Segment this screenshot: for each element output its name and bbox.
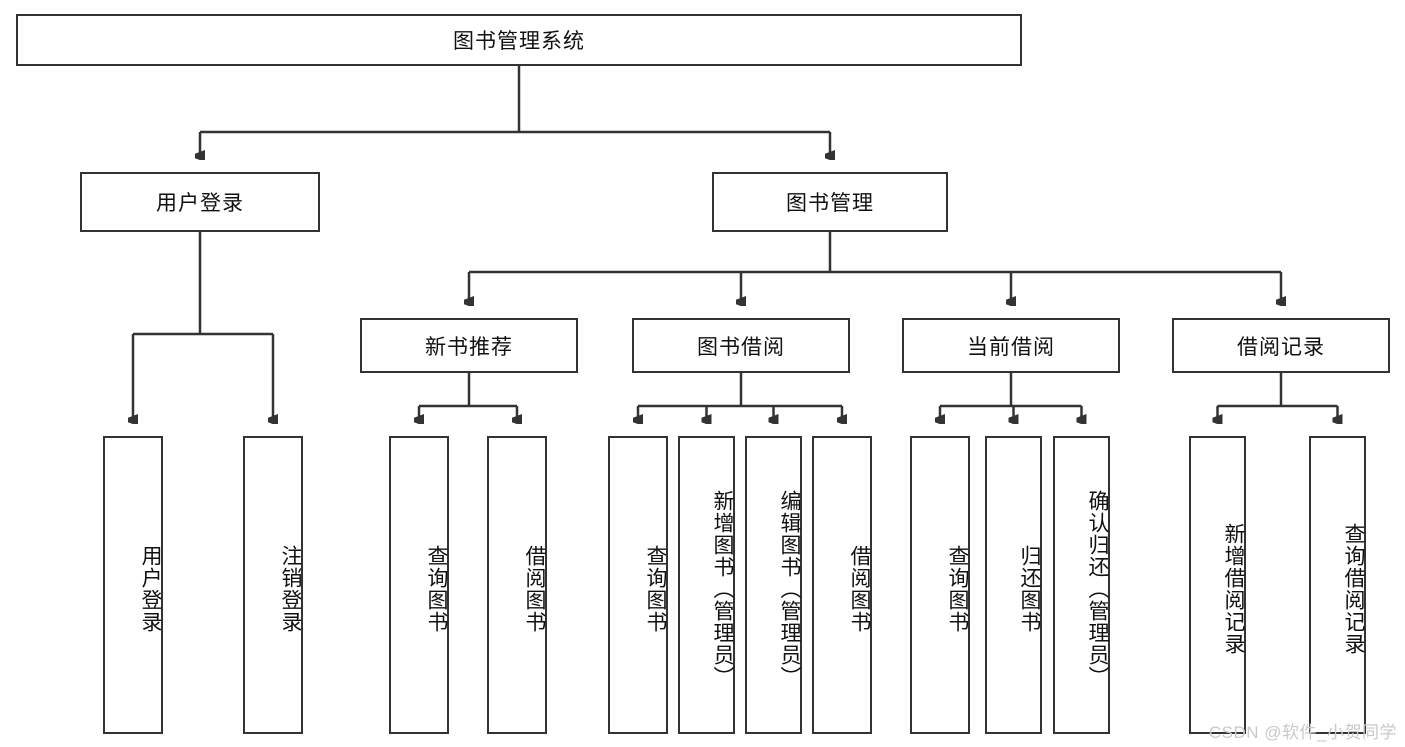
node-leaf-query-book-borrow[interactable]: 查询图书: [608, 436, 668, 734]
node-label-leaf-user-login: 用户登录: [139, 545, 162, 633]
node-leaf-add-book-admin[interactable]: 新增图书（管理员）: [678, 436, 735, 734]
node-root[interactable]: 图书管理系统: [16, 14, 1022, 66]
node-leaf-return-book[interactable]: 归还图书: [985, 436, 1042, 734]
node-book-borrow[interactable]: 图书借阅: [632, 318, 850, 373]
node-leaf-query-borrow-record[interactable]: 查询借阅记录: [1309, 436, 1366, 734]
node-leaf-borrow-book[interactable]: 借阅图书: [812, 436, 872, 734]
node-label-leaf-query-borrow-record: 查询借阅记录: [1342, 523, 1365, 655]
node-label-leaf-confirm-return-admin: 确认归还（管理员）: [1086, 490, 1109, 688]
node-label-leaf-query-book-recommend: 查询图书: [425, 545, 448, 633]
node-borrow-record[interactable]: 借阅记录: [1172, 318, 1390, 373]
node-label-leaf-edit-book-admin: 编辑图书（管理员）: [778, 490, 801, 688]
csdn-watermark: CSDN @软件_小贺同学: [1208, 723, 1397, 742]
node-label-leaf-query-book-borrow: 查询图书: [644, 545, 667, 633]
node-leaf-user-login[interactable]: 用户登录: [103, 436, 163, 734]
node-leaf-borrow-book-recommend[interactable]: 借阅图书: [487, 436, 547, 734]
node-new-book-recommend[interactable]: 新书推荐: [360, 318, 578, 373]
node-book-management[interactable]: 图书管理: [712, 172, 948, 232]
node-label-current-borrow: 当前借阅: [967, 335, 1055, 359]
node-leaf-user-logout[interactable]: 注销登录: [243, 436, 303, 734]
node-label-leaf-borrow-book-recommend: 借阅图书: [523, 545, 546, 633]
node-label-new-book-recommend: 新书推荐: [425, 335, 513, 359]
node-leaf-query-book-recommend[interactable]: 查询图书: [389, 436, 449, 734]
node-label-leaf-borrow-book: 借阅图书: [848, 545, 871, 633]
node-leaf-edit-book-admin[interactable]: 编辑图书（管理员）: [745, 436, 802, 734]
node-label-root: 图书管理系统: [453, 30, 585, 53]
node-label-leaf-query-book-current: 查询图书: [946, 545, 969, 633]
node-label-leaf-add-borrow-record: 新增借阅记录: [1222, 523, 1245, 655]
node-user-login[interactable]: 用户登录: [80, 172, 320, 232]
node-label-leaf-add-book-admin: 新增图书（管理员）: [711, 490, 734, 688]
node-leaf-add-borrow-record[interactable]: 新增借阅记录: [1189, 436, 1246, 734]
node-label-user-login: 用户登录: [156, 192, 244, 215]
node-leaf-confirm-return-admin[interactable]: 确认归还（管理员）: [1053, 436, 1110, 734]
node-label-leaf-return-book: 归还图书: [1018, 545, 1041, 633]
node-label-borrow-record: 借阅记录: [1237, 335, 1325, 359]
node-leaf-query-book-current[interactable]: 查询图书: [910, 436, 970, 734]
node-current-borrow[interactable]: 当前借阅: [902, 318, 1120, 373]
node-label-book-borrow: 图书借阅: [697, 335, 785, 359]
node-label-leaf-user-logout: 注销登录: [279, 545, 302, 633]
node-label-book-management: 图书管理: [786, 192, 874, 215]
